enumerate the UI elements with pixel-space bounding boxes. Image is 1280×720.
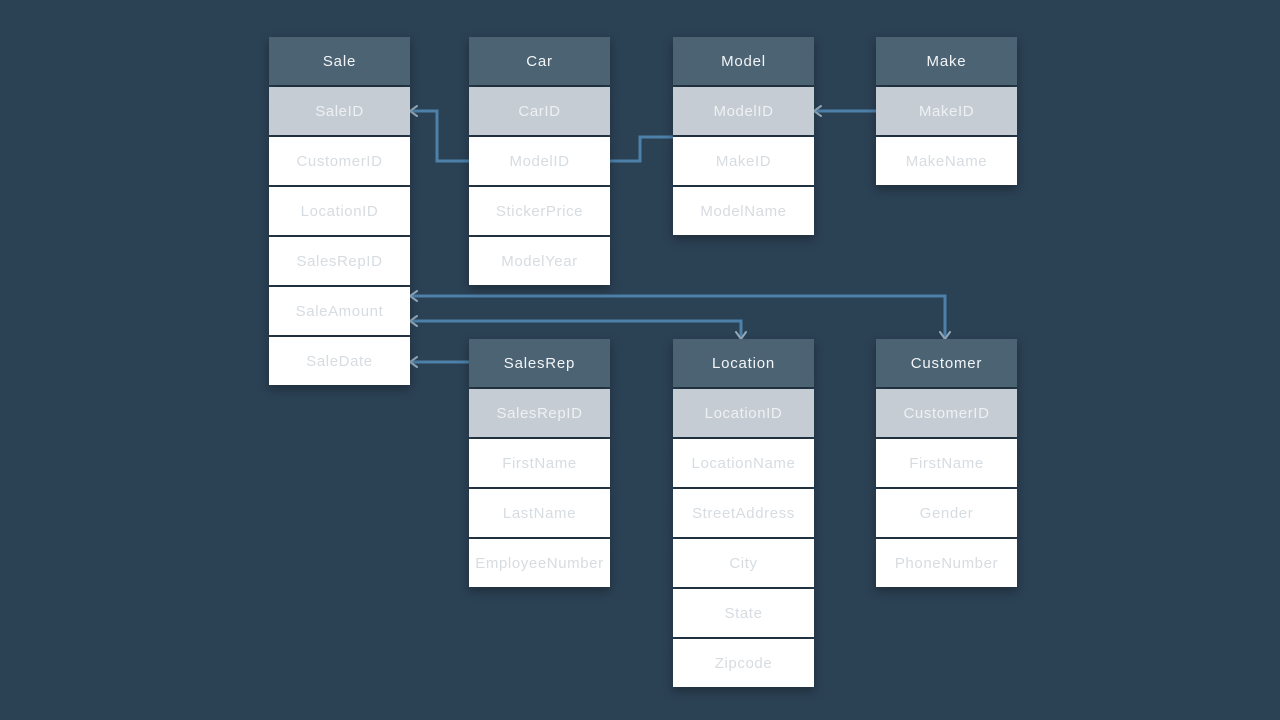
connector-sale-to-location	[410, 319, 743, 339]
connector-sale-to-customer	[410, 294, 947, 339]
table-title-car: Car	[469, 37, 610, 85]
table-title-make: Make	[876, 37, 1017, 85]
table-title-location: Location	[673, 339, 814, 387]
field-salesrep-salesrepid-key: SalesRepID	[469, 389, 610, 437]
field-customer-firstname: FirstName	[876, 439, 1017, 487]
arrowhead-sale-to-salesrep-start	[408, 356, 418, 368]
field-sale-customerid: CustomerID	[269, 137, 410, 185]
field-sale-saleid-key: SaleID	[269, 87, 410, 135]
connector-car-to-model	[610, 135, 673, 163]
arrowhead-model-to-make-start	[812, 105, 822, 117]
arrowhead-sale-to-car-start	[408, 105, 418, 117]
field-sale-saledate: SaleDate	[269, 337, 410, 385]
field-location-city: City	[673, 539, 814, 587]
field-sale-locationid: LocationID	[269, 187, 410, 235]
arrowhead-sale-to-customer-start	[408, 290, 418, 302]
table-title-salesrep: SalesRep	[469, 339, 610, 387]
connector-sale-to-car	[410, 109, 469, 163]
arrowhead-sale-to-customer-end	[939, 331, 951, 341]
field-car-carid-key: CarID	[469, 87, 610, 135]
field-salesrep-lastname: LastName	[469, 489, 610, 537]
field-customer-gender: Gender	[876, 489, 1017, 537]
table-title-model: Model	[673, 37, 814, 85]
field-location-zipcode: Zipcode	[673, 639, 814, 687]
field-model-modelid-key: ModelID	[673, 87, 814, 135]
field-location-state: State	[673, 589, 814, 637]
field-make-makename: MakeName	[876, 137, 1017, 185]
table-title-customer: Customer	[876, 339, 1017, 387]
arrowhead-sale-to-location-start	[408, 315, 418, 327]
table-title-sale: Sale	[269, 37, 410, 85]
field-salesrep-firstname: FirstName	[469, 439, 610, 487]
field-car-stickerprice: StickerPrice	[469, 187, 610, 235]
field-customer-customerid-key: CustomerID	[876, 389, 1017, 437]
field-sale-saleamount: SaleAmount	[269, 287, 410, 335]
field-salesrep-employeenumber: EmployeeNumber	[469, 539, 610, 587]
field-car-modelyear: ModelYear	[469, 237, 610, 285]
field-model-modelname: ModelName	[673, 187, 814, 235]
field-sale-salesrepid: SalesRepID	[269, 237, 410, 285]
field-make-makeid-key: MakeID	[876, 87, 1017, 135]
field-location-streetaddress: StreetAddress	[673, 489, 814, 537]
field-location-locationname: LocationName	[673, 439, 814, 487]
field-customer-phonenumber: PhoneNumber	[876, 539, 1017, 587]
field-model-makeid: MakeID	[673, 137, 814, 185]
arrowhead-sale-to-location-end	[735, 331, 747, 341]
field-location-locationid-key: LocationID	[673, 389, 814, 437]
field-car-modelid: ModelID	[469, 137, 610, 185]
